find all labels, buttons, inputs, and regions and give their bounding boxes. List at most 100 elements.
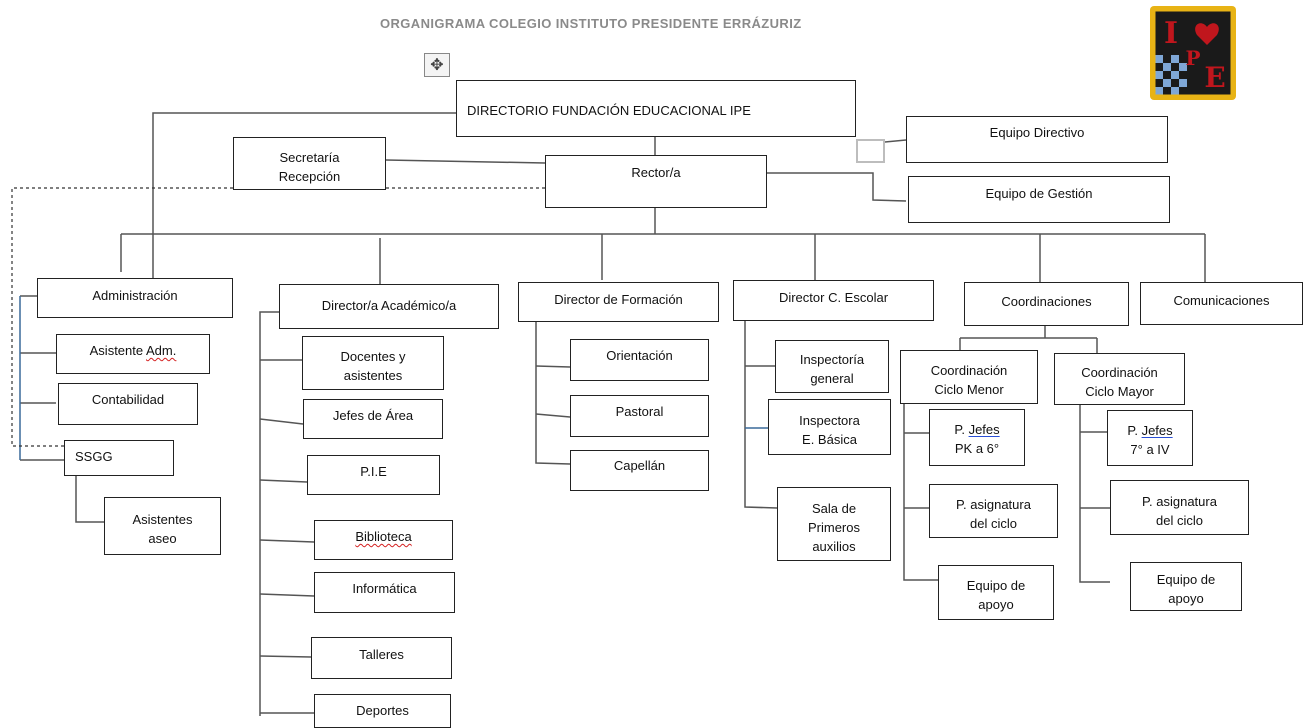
box-directorio[interactable]: DIRECTORIO FUNDACIÓN EDUCACIONAL IPE [456,80,856,137]
connector-square [856,139,885,163]
box-pastoral[interactable]: Pastoral [570,395,709,437]
box-docentes[interactable]: Docentes y asistentes [302,336,444,390]
box-administracion-label: Administración [92,288,178,303]
box-talleres[interactable]: Talleres [311,637,452,679]
box-directorio-label: DIRECTORIO FUNDACIÓN EDUCACIONAL IPE [467,103,751,118]
box-comunicaciones[interactable]: Comunicaciones [1140,282,1303,325]
box-pjefes-mayor[interactable]: P. Jefes 7° a IV [1107,410,1193,466]
box-deportes[interactable]: Deportes [314,694,451,728]
box-pasig-menor-line1: P. asignatura [956,496,1031,512]
svg-text:P: P [1185,46,1200,70]
svg-text:E: E [1204,61,1225,94]
box-director-escolar-label: Director C. Escolar [778,290,889,305]
box-inspectora[interactable]: Inspectora E. Básica [768,399,891,455]
box-director-academico[interactable]: Director/a Académico/a [279,284,499,329]
box-secretaria-line1: Secretaría [279,149,340,165]
school-crest-icon: I P E [1150,6,1236,100]
box-pastoral-label: Pastoral [615,404,664,419]
box-coord-mayor-line2: Ciclo Mayor [1085,383,1154,399]
box-contabilidad[interactable]: Contabilidad [58,383,198,425]
box-pjefes-mayor-line1: P. Jefes [1127,421,1172,440]
box-equipo-gestion-label: Equipo de Gestión [985,186,1093,201]
box-asistentes-aseo-line2: aseo [148,530,177,546]
box-sala-line1: Sala de [811,501,857,516]
box-equipo-directivo-label: Equipo Directivo [989,125,1085,140]
box-rector-label: Rector/a [631,165,681,180]
box-secretaria[interactable]: Secretaría Recepción [233,137,386,190]
box-equipo-directivo[interactable]: Equipo Directivo [906,116,1168,163]
box-apoyo-mayor-line1: Equipo de [1156,571,1216,587]
box-coord-ciclo-menor[interactable]: Coordinación Ciclo Menor [900,350,1038,404]
p-text: P. [954,422,969,437]
box-inspectoria[interactable]: Inspectoría general [775,340,889,393]
box-apoyo-menor-line2: apoyo [978,597,1014,612]
box-informatica[interactable]: Informática [314,572,455,613]
box-coordinaciones[interactable]: Coordinaciones [964,282,1129,326]
box-apoyo-menor-line1: Equipo de [966,578,1026,593]
box-jefes-area-label: Jefes de Área [332,408,414,423]
box-biblioteca[interactable]: Biblioteca [314,520,453,560]
box-pasig-mayor-line2: del ciclo [1156,512,1203,528]
box-pasig-mayor[interactable]: P. asignatura del ciclo [1110,480,1249,535]
box-pasig-menor-line2: del ciclo [970,515,1017,531]
box-talleres-label: Talleres [359,647,404,662]
box-administracion[interactable]: Administración [37,278,233,318]
box-apoyo-menor[interactable]: Equipo de apoyo [938,565,1054,620]
box-orientacion[interactable]: Orientación [570,339,709,381]
box-docentes-line2: asistentes [343,367,403,383]
box-pie[interactable]: P.I.E [307,455,440,495]
box-secretaria-line2: Recepción [278,168,341,184]
box-inspectoria-line2: general [810,371,854,386]
box-pasig-menor[interactable]: P. asignatura del ciclo [929,484,1058,538]
box-pasig-mayor-line1: P. asignatura [1142,493,1217,509]
box-sala-line3: auxilios [812,539,856,554]
box-pjefes-menor-line1: P. Jefes [954,420,999,439]
box-pjefes-menor-line2: PK a 6° [954,441,1000,456]
chart-title: ORGANIGRAMA COLEGIO INSTITUTO PRESIDENTE… [380,16,802,31]
svg-text:I: I [1164,16,1178,51]
box-inspectoria-line1: Inspectoría [799,352,865,367]
box-inspectora-line1: Inspectora [799,413,860,428]
box-apoyo-mayor-line2: apoyo [1168,590,1204,606]
p-text: P. [1127,422,1142,438]
box-ssgg-label: SSGG [75,449,113,464]
box-ssgg[interactable]: SSGG [64,440,174,476]
box-director-formacion[interactable]: Director de Formación [518,282,719,322]
box-inspectora-line2: E. Básica [802,432,857,447]
box-coord-menor-line1: Coordinación [930,362,1008,378]
box-biblioteca-label: Biblioteca [355,529,412,544]
box-coord-mayor-line1: Coordinación [1081,364,1158,380]
box-director-academico-label: Director/a Académico/a [321,298,457,313]
box-jefes-area[interactable]: Jefes de Área [303,399,443,439]
box-rector[interactable]: Rector/a [545,155,767,208]
box-director-escolar[interactable]: Director C. Escolar [733,280,934,321]
box-capellan-label: Capellán [613,458,666,473]
move-handle[interactable]: ✥ [424,53,450,77]
box-coordinaciones-label: Coordinaciones [1001,294,1092,309]
box-orientacion-label: Orientación [606,348,673,363]
box-capellan[interactable]: Capellán [570,450,709,491]
adm-text: Adm. [146,343,177,358]
box-apoyo-mayor[interactable]: Equipo de apoyo [1130,562,1242,611]
box-contabilidad-label: Contabilidad [91,392,165,407]
box-asistentes-aseo[interactable]: Asistentes aseo [104,497,221,555]
box-docentes-line1: Docentes y [340,348,406,364]
box-sala-primeros-auxilios[interactable]: Sala de Primeros auxilios [777,487,891,561]
asistente-text: Asistente [89,343,147,358]
jefes-text: Jefes [968,422,1000,437]
box-pjefes-menor[interactable]: P. Jefes PK a 6° [929,409,1025,466]
jefes-text: Jefes [1141,422,1173,438]
box-informatica-label: Informática [352,581,417,596]
box-coord-ciclo-mayor[interactable]: Coordinación Ciclo Mayor [1054,353,1185,405]
box-pie-label: P.I.E [360,464,387,479]
box-director-formacion-label: Director de Formación [554,292,683,307]
box-asistente-adm[interactable]: Asistente Adm. [56,334,210,374]
box-sala-line2: Primeros [807,520,860,535]
box-equipo-gestion[interactable]: Equipo de Gestión [908,176,1170,223]
box-deportes-label: Deportes [356,703,409,718]
move-arrows-icon: ✥ [430,57,444,74]
box-asistente-adm-label: Asistente Adm. [90,341,177,373]
box-pjefes-mayor-line2: 7° a IV [1130,441,1170,457]
